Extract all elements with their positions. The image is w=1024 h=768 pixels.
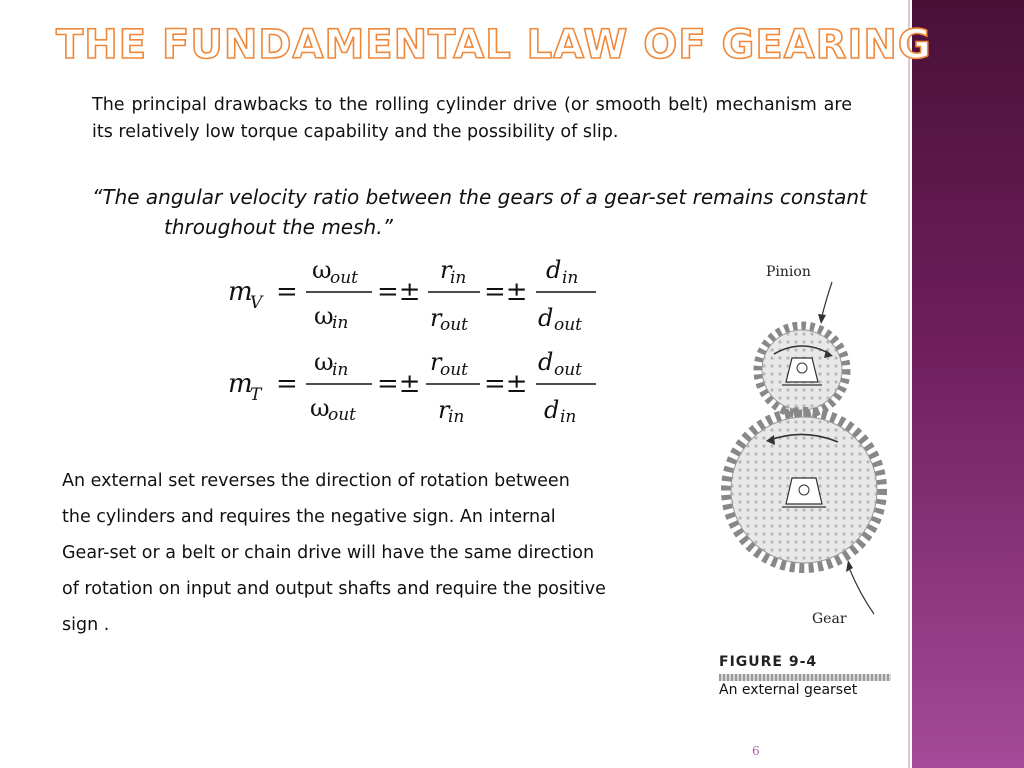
eq-equals: = <box>276 369 298 399</box>
eq-term3-numerator: d <box>546 256 561 284</box>
eq-term1-numerator-sub: in <box>332 360 348 380</box>
eq-term3-numerator-sub: out <box>554 360 582 380</box>
eq-term1-denominator: ω <box>314 302 334 330</box>
pinion-center-icon <box>796 362 808 374</box>
paragraph-line: of rotation on input and output shafts a… <box>62 579 606 599</box>
eq-lhs-symbol: m <box>228 369 253 399</box>
eq-term3-denominator-sub: out <box>554 315 582 335</box>
eq-term3-denominator: d <box>544 396 559 424</box>
figure-number: FIGURE 9-4 <box>719 654 818 670</box>
eq-term2-denominator: r <box>438 396 451 424</box>
eq-term2-numerator: r <box>430 348 443 376</box>
gearset-figure <box>721 281 887 615</box>
paragraph-line: Gear-set or a belt or chain drive will h… <box>62 543 595 563</box>
slide-title: The Fundamental Law of Gearing <box>55 21 932 69</box>
paragraph-line: sign . <box>62 615 110 635</box>
decorative-divider <box>908 0 910 768</box>
gear-label: Gear <box>812 611 847 627</box>
figure-rule <box>719 674 891 681</box>
eq-term2-denominator-sub: out <box>440 315 468 335</box>
eq-plus-minus-2: =± <box>484 369 528 399</box>
gear-teeth <box>721 407 887 573</box>
eq-term3-denominator: d <box>538 304 553 332</box>
eq-term3-denominator-sub: in <box>560 407 576 427</box>
eq-term1-numerator: ω <box>312 256 332 284</box>
pinion-bearing-icon <box>785 357 819 383</box>
gear-arrowhead-icon <box>766 435 775 445</box>
paragraph-line: An external set reverses the direction o… <box>62 471 570 491</box>
eq-term2-numerator-sub: in <box>450 268 466 288</box>
gear-leader-line <box>849 569 875 615</box>
figure-caption: An external gearset <box>719 682 858 698</box>
decorative-side-band <box>912 0 1024 768</box>
velocity-ratio-equation: m V = ω out ω in =± r in r out =± d in d… <box>222 250 642 340</box>
intro-paragraph: The principal drawbacks to the rolling c… <box>92 95 852 142</box>
paragraph-line: the cylinders and requires the negative … <box>62 507 556 527</box>
eq-term1-denominator-sub: out <box>328 405 356 425</box>
torque-ratio-equation: m T = ω in ω out =± r out r in =± d out … <box>222 342 642 432</box>
direction-paragraph: An external set reverses the direction o… <box>62 463 722 643</box>
pinion-leader-line <box>821 281 833 317</box>
eq-term2-numerator-sub: out <box>440 360 468 380</box>
eq-plus-minus-1: =± <box>377 369 421 399</box>
gear-center-icon <box>798 484 810 496</box>
eq-plus-minus-1: =± <box>377 277 421 307</box>
eq-lhs-symbol: m <box>228 277 253 307</box>
gear-leader-arrowhead-icon <box>846 560 853 572</box>
law-quote: “The angular velocity ratio between the … <box>92 185 867 239</box>
pinion-leader-arrowhead-icon <box>818 314 826 324</box>
eq-plus-minus-2: =± <box>484 277 528 307</box>
eq-lhs-subscript: V <box>250 293 264 313</box>
pinion-rotation-arrow <box>773 345 831 355</box>
eq-term1-denominator-sub: in <box>332 313 348 333</box>
eq-equals: = <box>276 277 298 307</box>
page-number: 6 <box>752 744 760 758</box>
gear-rotation-arrow <box>769 433 839 443</box>
pinion-label: Pinion <box>766 264 811 280</box>
eq-term3-numerator-sub: in <box>562 268 578 288</box>
pinion-teeth <box>753 321 851 419</box>
eq-term1-numerator: ω <box>314 348 334 376</box>
pinion-arrowhead-icon <box>824 350 833 358</box>
eq-term3-numerator: d <box>538 348 553 376</box>
gear-bearing-icon <box>785 477 823 505</box>
eq-term2-denominator-sub: in <box>448 407 464 427</box>
eq-term1-denominator: ω <box>310 394 330 422</box>
eq-term2-numerator: r <box>440 256 453 284</box>
eq-term1-numerator-sub: out <box>330 268 358 288</box>
eq-term2-denominator: r <box>430 304 443 332</box>
eq-lhs-subscript: T <box>250 385 263 405</box>
